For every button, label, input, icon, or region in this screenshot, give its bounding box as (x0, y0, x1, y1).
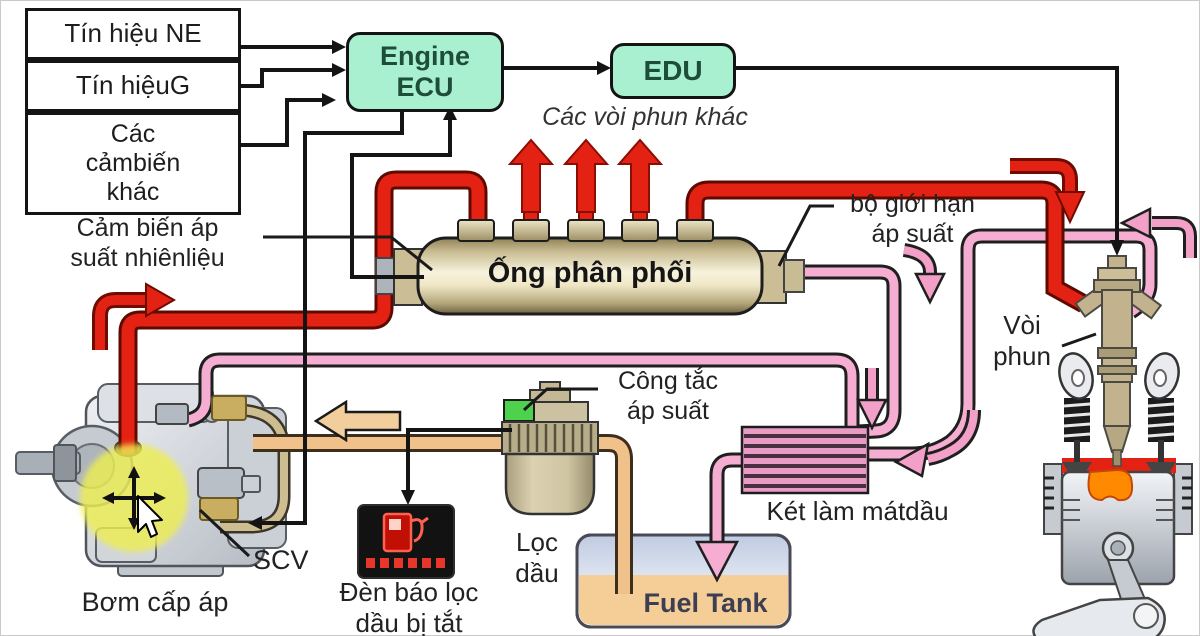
exhaust-valve (1144, 352, 1180, 473)
pressure-switch-line2: áp suất (626, 397, 709, 425)
leader-injector (1061, 332, 1097, 348)
injector (1074, 255, 1163, 467)
other-sensors-line3: khác (106, 177, 160, 206)
label-scv: SCV (253, 545, 309, 575)
move-cursor-icon (102, 466, 166, 538)
other-sensors-line2: cảmbiến (85, 149, 181, 178)
cooler-to-tank-pipe (694, 452, 744, 583)
cooler-fins (744, 434, 866, 488)
injector-nozzle (1112, 449, 1122, 467)
wire-arrowheads (248, 40, 1124, 530)
fuel-filter-line1: Lọc (516, 527, 558, 557)
mouse-pointer-icon (137, 495, 163, 538)
signal-box-g-label: Tín hiệuG (75, 70, 191, 101)
leader-pressure-limiter (777, 204, 834, 267)
signal-box-ne-label: Tín hiệu NE (64, 18, 202, 49)
label-rail: Ống phân phối (487, 257, 693, 289)
fuel-filter-line2: dầu (515, 558, 559, 589)
crankshaft (1032, 596, 1166, 636)
wire-switch-to-lamp (406, 428, 512, 490)
label-warning-lamp: Đèn báo lọc dầu bị tắt (298, 577, 520, 636)
pump-outlet-flow-arrow (92, 282, 177, 350)
signal-box-ne: Tín hiệu NE (25, 8, 241, 60)
lamp-dashes (366, 558, 445, 568)
feed-direction-arrow (313, 399, 402, 443)
leader-pressure-switch (522, 387, 598, 412)
warning-lamp-line2: dầu bị tắt (355, 608, 463, 636)
rail-pressure-limiter (783, 259, 805, 293)
combustion-flame (1087, 468, 1134, 502)
tank-inflow-arrow (694, 540, 740, 583)
signal-wires (237, 45, 1119, 525)
fuel-pressure-sensor-line1: Cảm biến áp (76, 214, 219, 242)
low-pressure-feed-pipe (253, 434, 633, 594)
return-down-arrow (855, 368, 889, 431)
edu-box: EDU (610, 43, 736, 99)
intake-valve (1058, 352, 1094, 473)
scv-valve (197, 467, 245, 499)
leader-scv (198, 508, 251, 558)
injector-line2: phun (993, 341, 1051, 372)
rail-return-flow-arrow (902, 243, 947, 305)
pump-fittings (155, 395, 261, 521)
engine-cylinder (1032, 255, 1193, 636)
leader-pressure-sensor (263, 235, 433, 272)
label-fuel-tank: Fuel Tank (643, 588, 768, 618)
cooler-inflow-arrow (893, 409, 981, 478)
injector-feed-flow-arrow (1010, 158, 1086, 225)
fuel-filter (501, 381, 599, 516)
label-other-injectors: Các vòi phun khác (542, 103, 748, 131)
label-pressure-limiter: bộ giới hạn áp suất (830, 189, 995, 249)
label-fuel-cooler: Két làm mátdầu (766, 496, 949, 526)
label-pressure-switch: Công tắc áp suất (594, 366, 742, 426)
ecu-line1: Engine (379, 40, 470, 71)
wire-sensor-to-ecu (350, 118, 452, 279)
wire-g-to-ecu (237, 68, 332, 88)
label-supply-pump: Bơm cấp áp (81, 587, 229, 617)
pressure-limiter-line2: áp suất (871, 220, 954, 248)
pump-return-pipe (186, 352, 860, 430)
fuel-cooler (740, 425, 870, 495)
fuel-pressure-sensor-line2: suất nhiênliệu (70, 244, 225, 272)
rail-ports (457, 219, 714, 242)
warning-lamp (357, 504, 455, 579)
wire-sensors-to-ecu (237, 98, 322, 147)
rail-return-pipe (800, 264, 902, 440)
label-fuel-pressure-sensor: Cảm biến áp suất nhiênliệu (10, 213, 285, 273)
label-fuel-filter: Lọc dầu (494, 527, 580, 589)
signal-box-other-sensors: Các cảmbiến khác (25, 112, 241, 215)
high-pressure-supply-pipe (118, 170, 488, 454)
common-rail (375, 219, 805, 316)
other-sensors-line1: Các (110, 120, 156, 149)
pressure-limiter-line1: bộ giới hạn (850, 190, 975, 218)
engine-ecu-box: Engine ECU (346, 32, 504, 112)
ecu-line2: ECU (396, 72, 454, 102)
high-pressure-injector-pipe (685, 180, 1089, 313)
wire-ecu-to-scv (262, 108, 404, 525)
signal-box-g: Tín hiệuG (25, 60, 241, 112)
wire-edu-to-injector (730, 66, 1119, 240)
pressure-switch-line1: Công tắc (617, 367, 719, 395)
warning-lamp-line1: Đèn báo lọc (339, 577, 479, 607)
leader-lines (198, 204, 1097, 558)
injector-return-flow-arrow (1119, 206, 1197, 258)
fuel-pump-icon (366, 512, 445, 568)
injector-line1: Vòi (1003, 310, 1041, 340)
label-injector: Vòi phun (978, 310, 1066, 372)
edu-label: EDU (643, 54, 703, 86)
other-injector-flow-arrows (507, 138, 664, 213)
pump-highlight (80, 444, 188, 552)
